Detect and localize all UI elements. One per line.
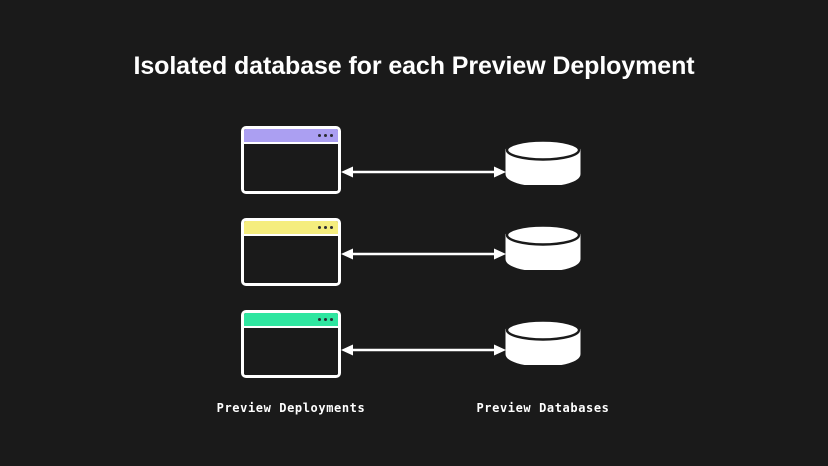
window-dot-close-icon — [318, 318, 321, 321]
window-dot-maximize-icon — [330, 226, 333, 229]
preview-deployment-window-1 — [241, 126, 341, 194]
window-dot-minimize-icon — [324, 318, 327, 321]
preview-database-cylinder-2 — [505, 224, 581, 270]
page-title: Isolated database for each Preview Deplo… — [133, 52, 695, 80]
preview-deployment-window-2 — [241, 218, 341, 286]
window-titlebar-1 — [244, 129, 338, 142]
window-dot-close-icon — [318, 226, 321, 229]
window-dot-minimize-icon — [324, 226, 327, 229]
bidirectional-arrow-3 — [341, 342, 506, 358]
window-titlebar-3 — [244, 313, 338, 326]
window-dot-maximize-icon — [330, 318, 333, 321]
window-body-2 — [244, 234, 338, 283]
window-body-3 — [244, 326, 338, 375]
left-column-label: Preview Deployments — [216, 401, 366, 415]
bidirectional-arrow-2 — [341, 246, 506, 262]
window-dot-maximize-icon — [330, 134, 333, 137]
bidirectional-arrow-1 — [341, 164, 506, 180]
window-dots-2 — [318, 226, 333, 229]
window-dot-minimize-icon — [324, 134, 327, 137]
window-body-1 — [244, 142, 338, 191]
preview-database-cylinder-3 — [505, 319, 581, 365]
window-titlebar-2 — [244, 221, 338, 234]
window-dot-close-icon — [318, 134, 321, 137]
right-column-label: Preview Databases — [476, 401, 610, 415]
window-dots-1 — [318, 134, 333, 137]
window-dots-3 — [318, 318, 333, 321]
preview-database-cylinder-1 — [505, 139, 581, 185]
preview-deployment-window-3 — [241, 310, 341, 378]
